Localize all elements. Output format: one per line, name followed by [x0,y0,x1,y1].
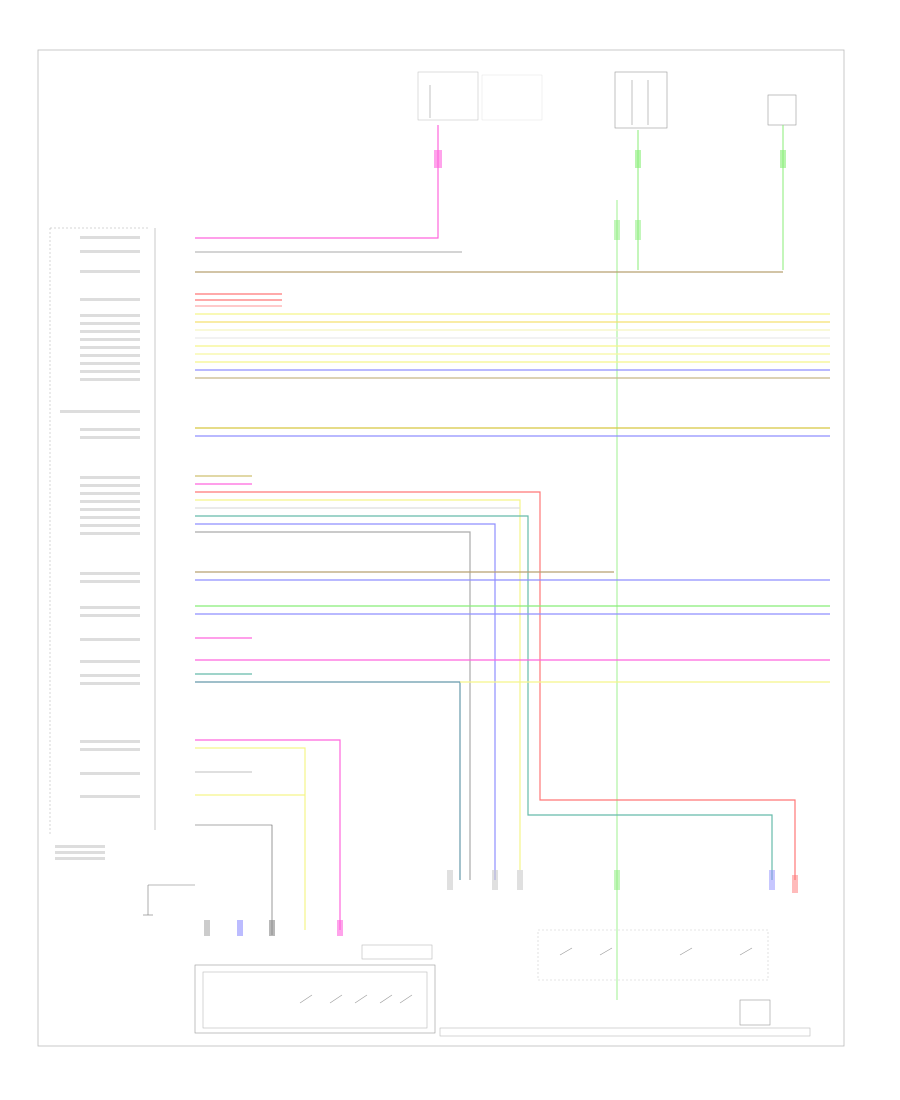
bottom-right-component [439,929,811,1037]
connector-marks [204,150,798,936]
diagram-frame [37,49,845,1047]
ground-symbol [143,884,195,916]
top-center-fuse-block [614,71,668,129]
wires [195,125,830,1000]
faint-label-marks [55,236,140,860]
left-module-border [49,227,156,835]
bottom-left-component [194,944,436,1034]
top-left-fuse-block [417,71,543,121]
wire-pink-top [195,125,439,239]
top-right-sensor [767,94,797,126]
